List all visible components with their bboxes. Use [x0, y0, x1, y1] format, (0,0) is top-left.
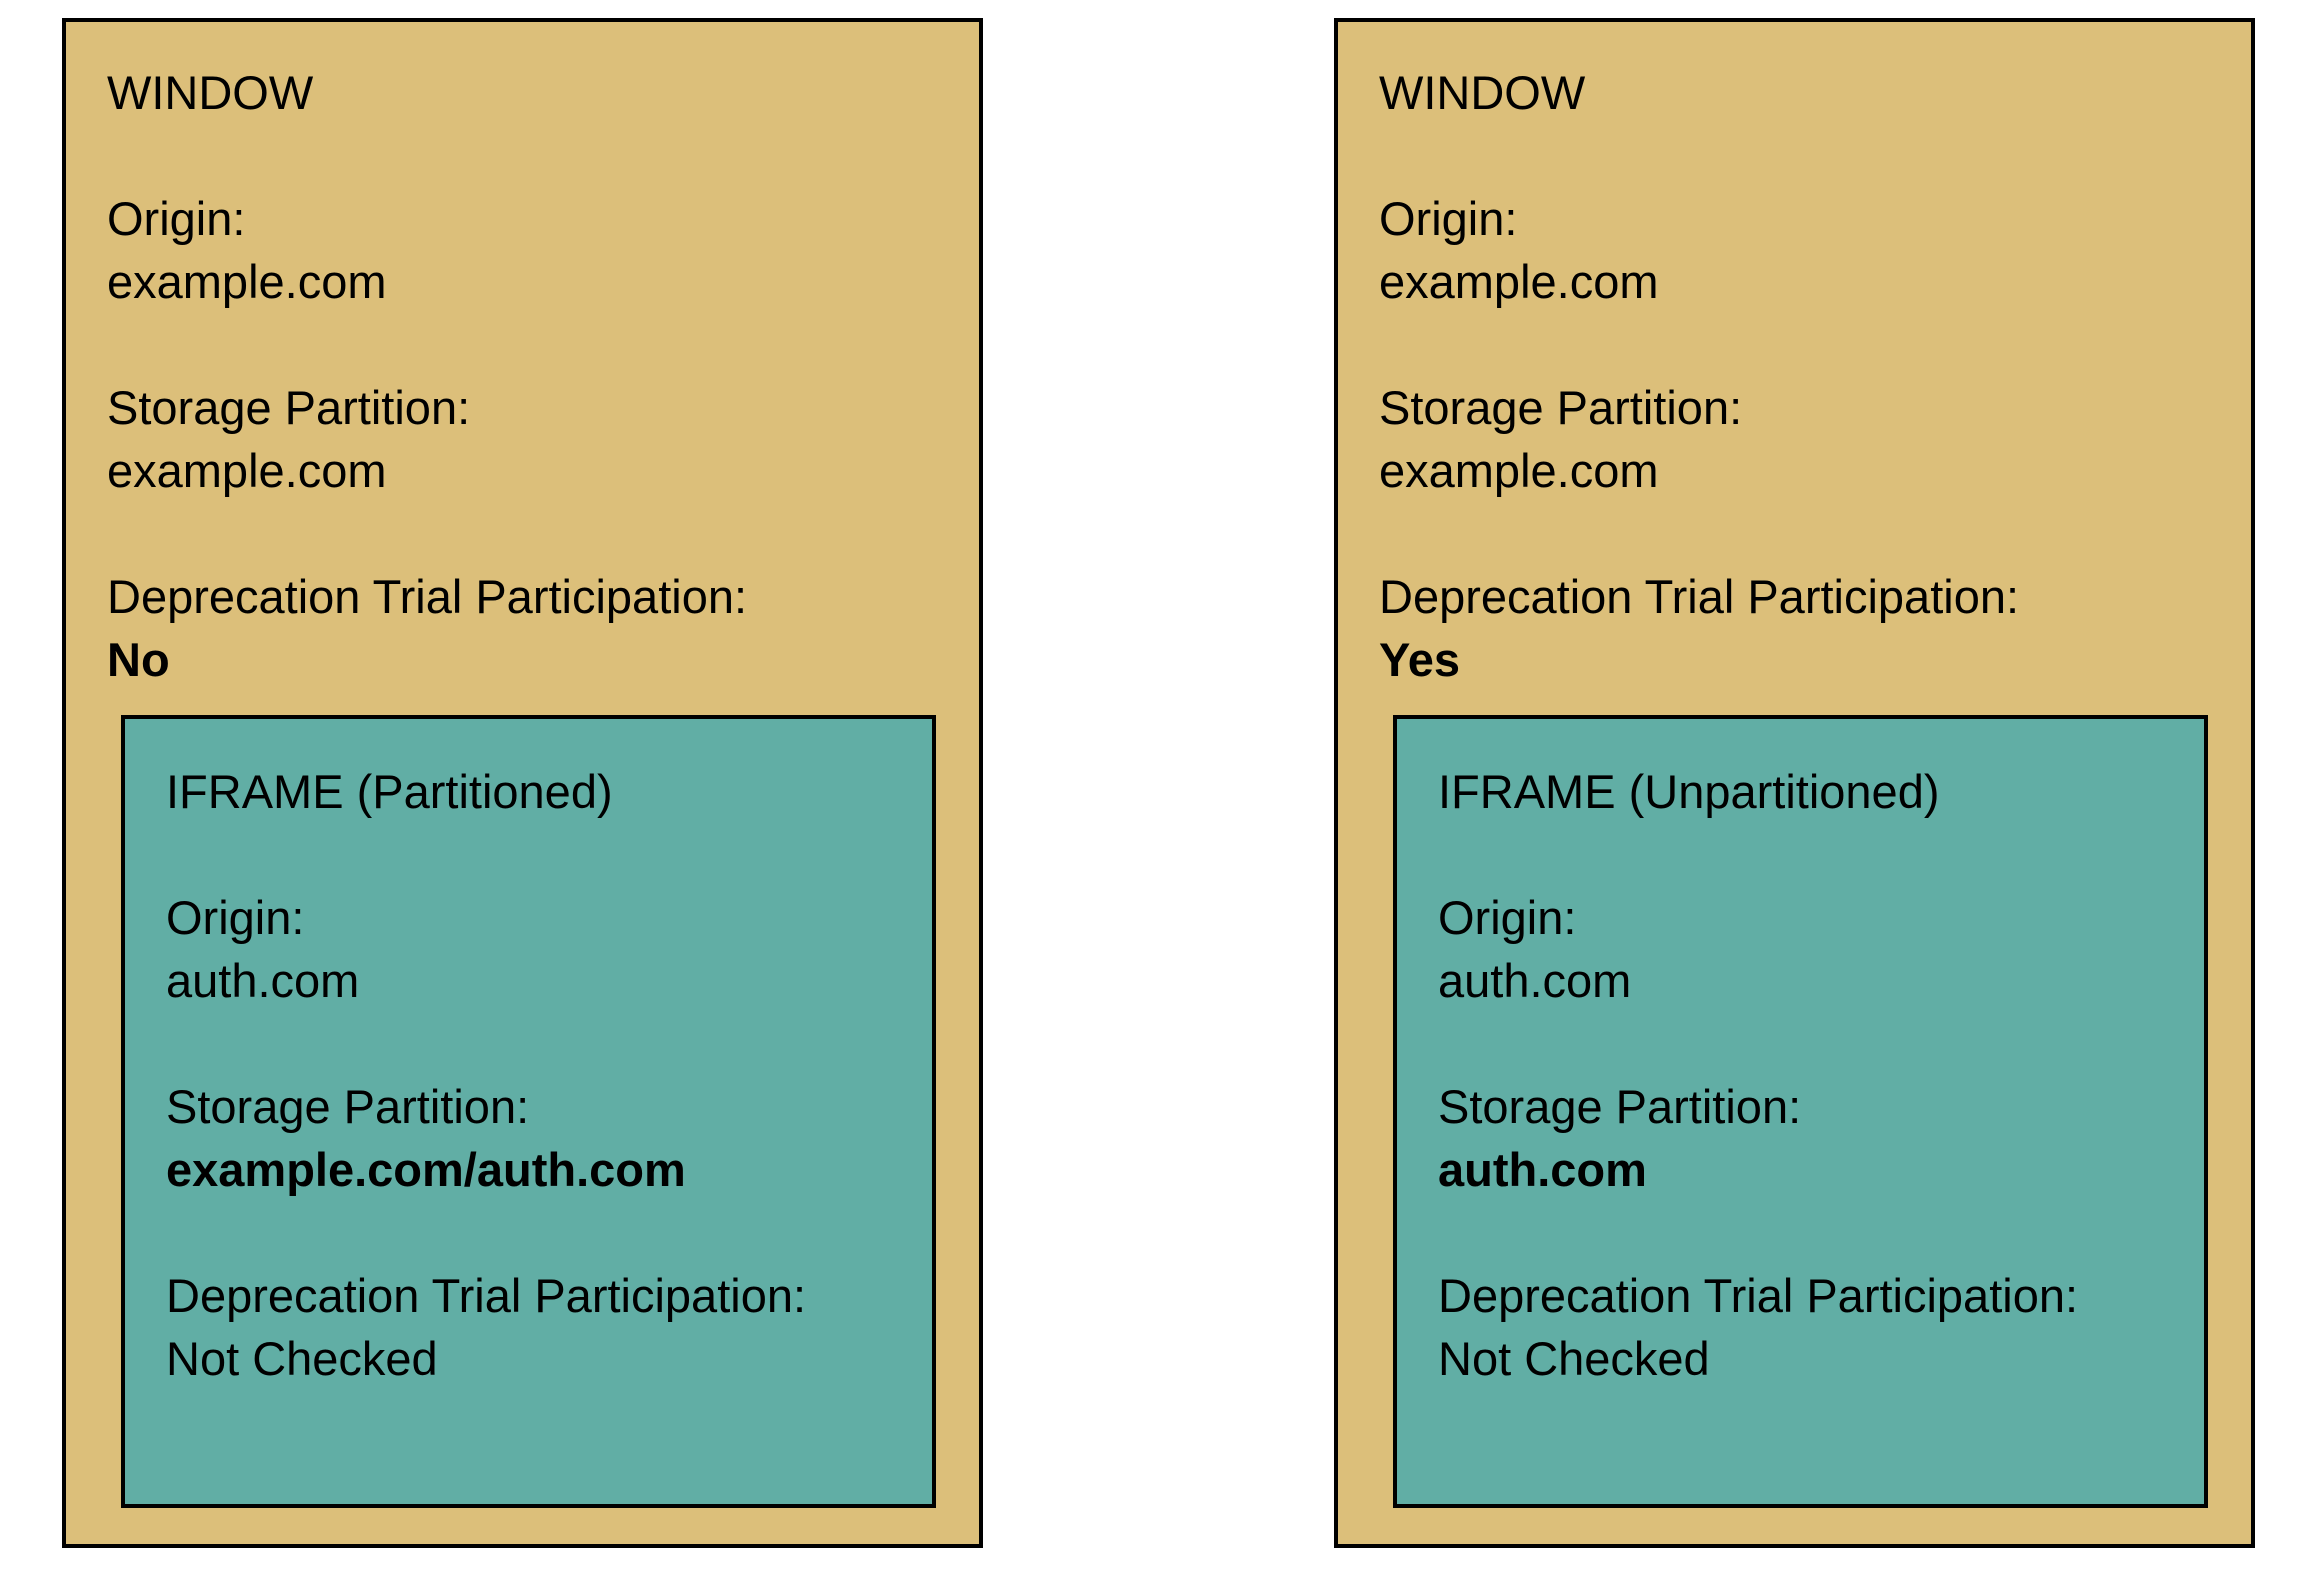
trial: Yes — [1379, 633, 1461, 686]
origin: example.com — [107, 255, 387, 308]
trial: No — [107, 633, 170, 686]
origin: example.com — [1379, 255, 1659, 308]
trial: Not Checked — [166, 1332, 438, 1385]
title: IFRAME (Partitioned) — [166, 765, 613, 818]
trial: Not Checked — [1438, 1332, 1710, 1385]
storage-label: Storage Partition: — [1438, 1080, 1802, 1133]
origin-label: Origin: — [1379, 192, 1518, 245]
storage: example.com — [107, 444, 387, 497]
storage-label: Storage Partition: — [1379, 381, 1743, 434]
origin: auth.com — [1438, 954, 1632, 1007]
title: IFRAME (Unpartitioned) — [1438, 765, 1940, 818]
title: WINDOW — [1379, 66, 1586, 119]
storage: example.com — [1379, 444, 1659, 497]
storage: auth.com — [1438, 1143, 1647, 1196]
storage-label: Storage Partition: — [107, 381, 471, 434]
trial-label: Deprecation Trial Participation: — [166, 1269, 807, 1322]
origin: auth.com — [166, 954, 360, 1007]
origin-label: Origin: — [166, 891, 305, 944]
trial-label: Deprecation Trial Participation: — [107, 570, 748, 623]
origin-label: Origin: — [107, 192, 246, 245]
title: WINDOW — [107, 66, 314, 119]
trial-label: Deprecation Trial Participation: — [1379, 570, 2020, 623]
storage: example.com/auth.com — [166, 1143, 686, 1196]
origin-label: Origin: — [1438, 891, 1577, 944]
storage-label: Storage Partition: — [166, 1080, 530, 1133]
trial-label: Deprecation Trial Participation: — [1438, 1269, 2079, 1322]
